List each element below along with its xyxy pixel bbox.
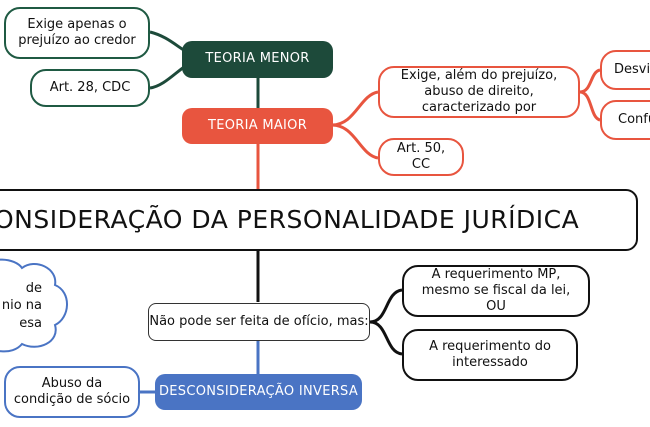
connector-maior-art	[331, 123, 379, 160]
connector-oficio-option1	[369, 288, 403, 324]
connector-confusao	[579, 90, 601, 122]
abuso-desvio: Desvio	[600, 50, 650, 90]
connector-maior-detail	[331, 90, 379, 127]
cloud-shape	[0, 258, 68, 353]
maior-detail-abuso: Exige, além do prejuízo, abuso de direit…	[378, 66, 580, 118]
inversa-detail-socio: Abuso da condição de sócio	[4, 366, 140, 418]
oficio-option-mp: A requerimento MP, mesmo se fiscal da le…	[402, 265, 590, 317]
oficio-node: Não pode ser feita de ofício, mas:	[148, 303, 370, 341]
cloud-line-3: esa	[19, 315, 42, 331]
menor-detail-art28: Art. 28, CDC	[30, 69, 150, 107]
menor-detail-prejuizo: Exige apenas o prejuízo ao credor	[4, 7, 150, 59]
teoria-menor-node: TEORIA MENOR	[182, 41, 333, 78]
connector-desvio	[579, 68, 601, 94]
cloud-line-1: de	[25, 280, 42, 296]
cloud-text: de nio na esa	[0, 272, 42, 340]
cloud-line-2: nio na	[1, 298, 42, 314]
inversa-node: DESCONSIDERAÇÃO INVERSA	[155, 374, 362, 410]
connector-oficio-option2	[369, 320, 403, 356]
maior-detail-art50: Art. 50, CC	[378, 138, 464, 176]
central-topic: ONSIDERAÇÃO DA PERSONALIDADE JURÍDICA	[0, 189, 638, 251]
teoria-maior-node: TEORIA MAIOR	[182, 108, 333, 144]
oficio-option-interessado: A requerimento do interessado	[402, 329, 578, 381]
abuso-confusao: Confu	[600, 100, 650, 140]
